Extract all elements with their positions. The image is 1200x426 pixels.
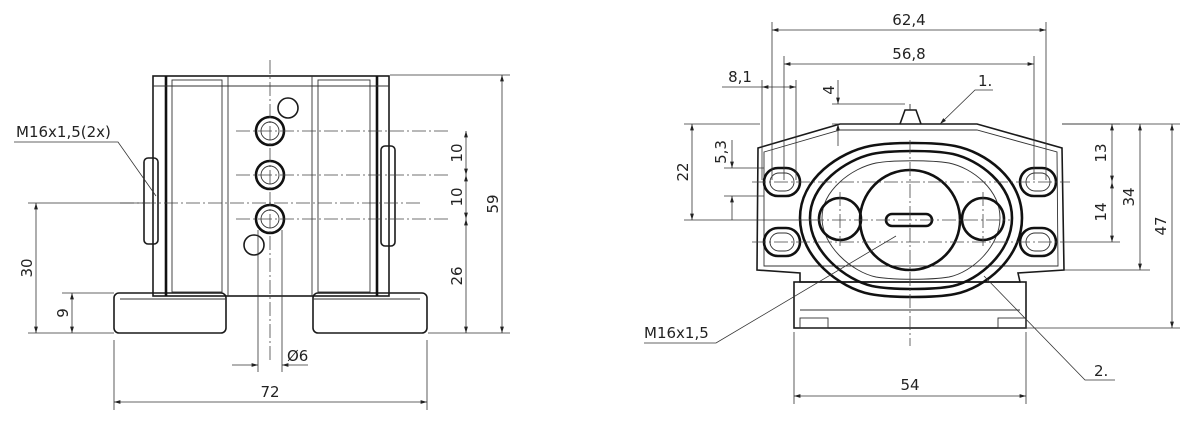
right-dim-62-4: 62,4 <box>892 11 925 29</box>
right-callout-2: 2. <box>1094 362 1108 380</box>
right-dim-34: 34 <box>1120 187 1138 206</box>
right-dim-5-3: 5,3 <box>712 140 730 164</box>
right-thread-label: M16x1,5 <box>644 324 709 342</box>
right-dim-4: 4 <box>820 85 838 95</box>
left-housing <box>152 75 390 297</box>
right-dim-22: 22 <box>674 162 692 181</box>
right-callout-1: 1. <box>978 72 992 90</box>
right-vent <box>899 109 922 125</box>
right-flange <box>756 123 1065 283</box>
left-base-plate-right <box>312 292 428 334</box>
left-dim-10-mid: 10 <box>448 187 466 206</box>
right-side-boss <box>380 145 396 247</box>
left-base-plate-left <box>113 292 227 334</box>
right-dim-56-8: 56,8 <box>892 45 925 63</box>
right-dim-14: 14 <box>1092 202 1110 221</box>
right-dim-47: 47 <box>1152 216 1170 235</box>
left-dim-10-top: 10 <box>448 143 466 162</box>
left-thread-label: M16x1,5(2x) <box>16 123 111 141</box>
left-view <box>14 60 510 410</box>
left-dim-59: 59 <box>484 194 502 213</box>
right-gasket-outer <box>798 141 1024 299</box>
right-dim-54: 54 <box>900 376 919 394</box>
right-dim-8-1: 8,1 <box>728 68 752 86</box>
left-hole-small-bottom <box>243 234 265 256</box>
left-hole-small-top <box>277 97 299 119</box>
left-dim-72: 72 <box>260 383 279 401</box>
right-view <box>644 22 1180 404</box>
left-side-boss <box>143 157 159 245</box>
left-dim-30: 30 <box>18 258 36 277</box>
left-dim-26: 26 <box>448 266 466 285</box>
right-dim-13: 13 <box>1092 143 1110 162</box>
left-dim-diameter: Ø6 <box>287 347 308 365</box>
left-dim-9: 9 <box>54 308 72 318</box>
